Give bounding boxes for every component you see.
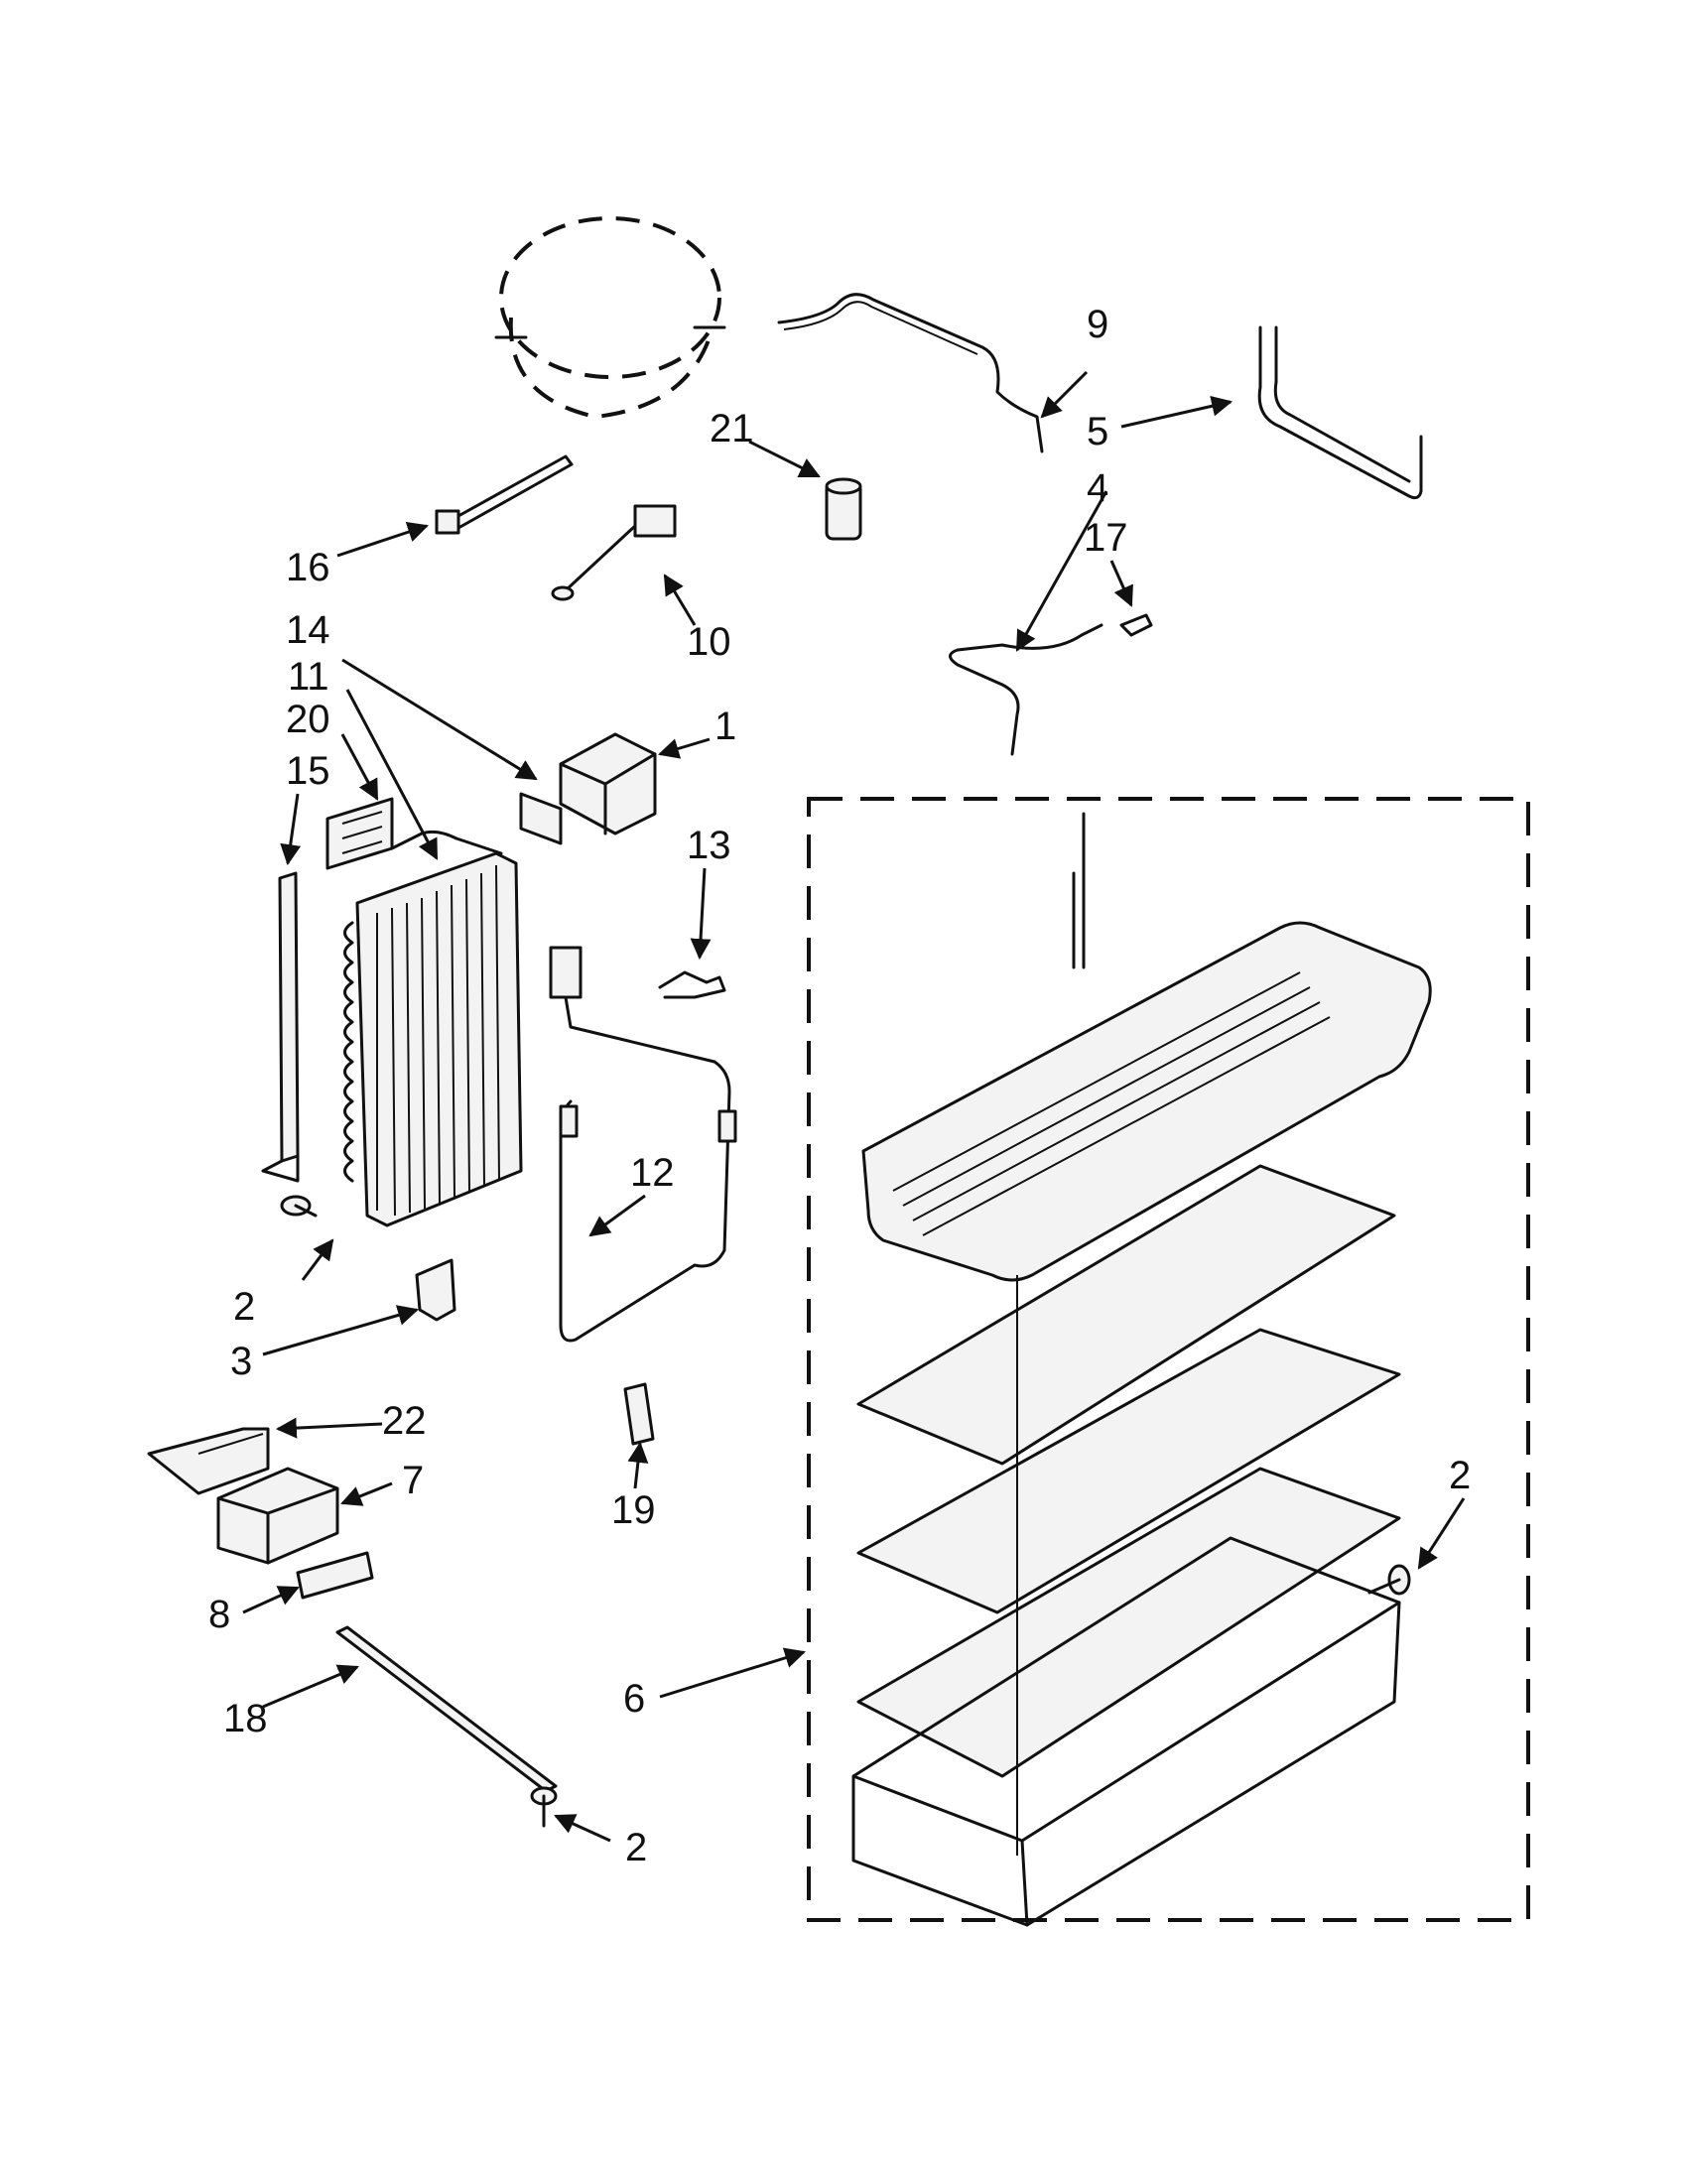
part-20-pad xyxy=(325,797,394,870)
part-4-tube xyxy=(949,623,1103,756)
callout-12: 12 xyxy=(630,1151,675,1195)
callout-3: 3 xyxy=(230,1340,252,1383)
callout-22: 22 xyxy=(382,1399,427,1443)
callout-7: 7 xyxy=(402,1459,424,1502)
part-1-bracket xyxy=(559,732,657,835)
part-8-plate xyxy=(296,1551,374,1600)
part-9-tube xyxy=(777,293,1044,453)
callout-10: 10 xyxy=(687,620,731,664)
callout-19: 19 xyxy=(611,1488,656,1532)
part-12-harness xyxy=(549,946,737,1343)
compressor-outline xyxy=(494,216,726,420)
part-2-screw-right xyxy=(1367,1564,1411,1596)
callout-1: 1 xyxy=(714,705,736,748)
part-7-cover xyxy=(216,1467,339,1565)
callout-17: 17 xyxy=(1084,516,1128,560)
part-5-tube xyxy=(1257,325,1423,500)
callout-20: 20 xyxy=(286,698,330,741)
part-13-clip xyxy=(658,970,726,999)
part-10-sensor xyxy=(551,504,677,601)
callout-2: 2 xyxy=(1449,1454,1471,1497)
callout-2: 2 xyxy=(625,1826,647,1869)
callout-21: 21 xyxy=(710,407,754,450)
callout-13: 13 xyxy=(687,824,731,867)
callout-11: 11 xyxy=(288,655,329,699)
part-17-clip xyxy=(1119,613,1153,637)
callout-4: 4 xyxy=(1087,466,1108,510)
callout-14: 14 xyxy=(286,608,330,652)
callout-8: 8 xyxy=(208,1593,230,1636)
part-2-screw-upper xyxy=(280,1195,318,1218)
callout-16: 16 xyxy=(286,546,330,589)
part-16-cable-tie xyxy=(435,454,574,535)
callout-labels: 1 2 2 2 3 4 5 6 7 8 9 10 11 12 13 14 15 … xyxy=(208,303,1471,1869)
part-15-bracket xyxy=(261,871,300,1183)
part-14-plate xyxy=(519,792,563,845)
part-3-bracket xyxy=(415,1258,456,1322)
part-19-sleeve xyxy=(623,1382,655,1446)
callout-2: 2 xyxy=(233,1285,255,1329)
part-22-insulation xyxy=(147,1427,270,1495)
callout-18: 18 xyxy=(223,1697,268,1740)
callout-5: 5 xyxy=(1087,410,1108,453)
part-18-strip xyxy=(335,1625,558,1793)
leader-lines xyxy=(242,370,1466,1843)
callout-9: 9 xyxy=(1087,303,1108,346)
callout-6: 6 xyxy=(623,1677,645,1721)
part-21-cylinder xyxy=(825,477,862,541)
part-2-screw-lower xyxy=(530,1786,558,1828)
part-6-assembly xyxy=(807,797,1530,1927)
callout-15: 15 xyxy=(286,749,330,793)
part-11-evaporator xyxy=(343,830,523,1227)
